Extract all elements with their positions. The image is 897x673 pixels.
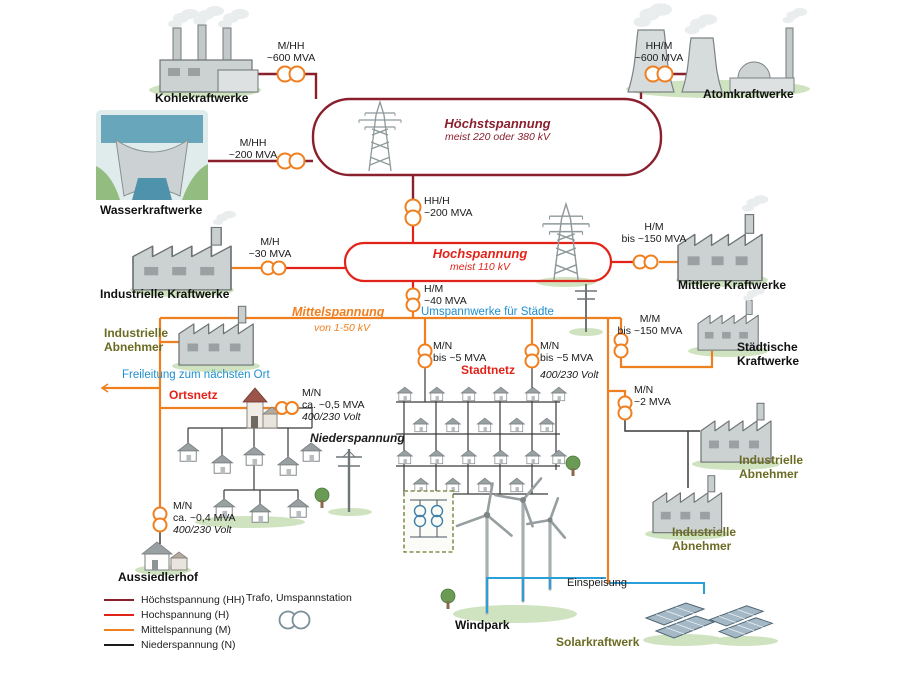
- legend-item-niederspannung: Niederspannung (N): [104, 637, 245, 652]
- legend-trafo-symbol: [278, 610, 311, 630]
- transformer-symbol-ind-kw: [260, 260, 287, 276]
- tree-icon: [314, 487, 330, 509]
- transformer-symbol-aussiedlerhof: [152, 506, 168, 533]
- kohle-plant-icon: [159, 6, 259, 93]
- legend-item-hoechstspannung: Höchstspannung (HH): [104, 592, 245, 607]
- tree-icon: [440, 588, 456, 610]
- plant-label-wasser: Wasserkraftwerke: [100, 203, 203, 217]
- aussiedlerhof-label: Aussiedlerhof: [118, 570, 199, 584]
- transformer-label-staedte: H/M ~40 MVA: [424, 283, 467, 308]
- transformer-label-ind-kw: M/H ~30 MVA: [248, 236, 292, 261]
- transformer-symbol-m-m: [613, 332, 629, 359]
- transformer-label-stadt-rechts: M/N bis ~5 MVA: [540, 340, 594, 365]
- transformer-symbol-kohle: [276, 65, 306, 83]
- transformer-symbol-atom: [644, 65, 674, 83]
- transformer-label-aussiedlerhof: M/N ca. ~0,4 MVA 400/230 Volt: [173, 500, 236, 537]
- aussiedlerhof-icon: [140, 541, 189, 571]
- legend-trafo-label: Trafo, Umspannstation: [246, 592, 352, 604]
- industrielle-abnehmer-right1-label: Industrielle Abnehmer: [739, 453, 804, 481]
- niederspannung-label: Niederspannung: [310, 431, 405, 445]
- freileitung-label: Freileitung zum nächsten Ort: [122, 369, 270, 381]
- plant-label-staedtische: Städtische Kraftwerke: [737, 340, 800, 368]
- transformer-label-atom: HH/M ~600 MVA: [634, 40, 684, 65]
- stadtnetz-houses: [396, 386, 567, 493]
- transformer-label-stadt-links: M/N bis ~5 MVA: [433, 340, 487, 365]
- solarkraftwerk-label: Solarkraftwerk: [556, 635, 640, 649]
- mittelspannung-label: Mittelspannung: [292, 305, 385, 319]
- industrielle-kraftwerke-icon: [132, 210, 236, 291]
- legend: Höchstspannung (HH) Hochspannung (H) Mit…: [104, 592, 245, 652]
- legend-line-hoechstspannung: [104, 598, 134, 601]
- mittelspannung-range-label: von 1-50 kV: [314, 322, 371, 334]
- windpark-label: Windpark: [455, 618, 510, 632]
- wasser-plant-icon: [96, 110, 208, 200]
- transformer-symbol-h-m40: [405, 287, 421, 313]
- stadtnetz-volt-label: 400/230 Volt: [540, 369, 599, 381]
- transformer-symbol-ortsnetz: [275, 401, 299, 415]
- tree-icon: [565, 455, 581, 477]
- stadtnetz-label: Stadtnetz: [461, 363, 515, 377]
- transformer-label-kohle: M/HH ~600 MVA: [266, 40, 316, 65]
- legend-line-mittelspannung: [104, 628, 134, 631]
- transformer-label-hh-h: HH/H ~200 MVA: [424, 195, 473, 220]
- legend-item-hochspannung: Hochspannung (H): [104, 607, 245, 622]
- ortsnetz-label: Ortsnetz: [169, 388, 218, 402]
- solar-plant-icon: [644, 602, 774, 639]
- pylon-hoechst-icon: [358, 101, 402, 172]
- transformer-label-ortsnetz: M/N ca. ~0,5 MVA 400/230 Volt: [302, 387, 365, 424]
- windpark-icon: [455, 477, 567, 615]
- transformer-label-wasser: M/HH ~200 MVA: [228, 137, 278, 162]
- umspannstation-icon: [403, 490, 454, 553]
- transformer-symbol-wasser: [276, 152, 306, 170]
- plant-label-mittlere: Mittlere Kraftwerke: [678, 278, 787, 292]
- transformer-label-m-m: M/M bis ~150 MVA: [617, 313, 683, 338]
- transformer-symbol-stadt-rechts: [524, 343, 540, 369]
- umspannwerke-label: Umspannwerke für Städte: [421, 306, 554, 318]
- transformer-symbol-mittlere: [632, 254, 659, 270]
- ortsnetz-station-icon: [242, 387, 283, 429]
- hochspannung-box-label: Hochspannung meist 110 kV: [432, 246, 528, 274]
- industrielle-abnehmer-right2-label: Industrielle Abnehmer: [672, 525, 737, 553]
- einspeisung-label: Einspeisung: [567, 577, 627, 589]
- plant-label-atom: Atomkraftwerke: [703, 87, 794, 101]
- transformer-label-m-n2: M/N ~2 MVA: [634, 384, 671, 409]
- niederspannung-lines: [159, 367, 700, 544]
- legend-line-niederspannung: [104, 643, 134, 646]
- transformer-label-mittlere: H/M bis ~150 MVA: [621, 221, 687, 246]
- hoechstspannung-box-label: Höchstspannung meist 220 oder 380 kV: [444, 116, 551, 144]
- industrielle-abnehmer-left-icon: [178, 305, 254, 366]
- legend-item-mittelspannung: Mittelspannung (M): [104, 622, 245, 637]
- plant-label-kohle: Kohlekraftwerke: [155, 91, 249, 105]
- plant-label-industrielle: Industrielle Kraftwerke: [100, 287, 230, 301]
- einspeisung-lines: [486, 577, 705, 613]
- industrielle-abnehmer-left-label: Industrielle Abnehmer: [104, 326, 169, 354]
- legend-line-hochspannung: [104, 613, 134, 616]
- transformer-symbol-stadt-links: [417, 343, 433, 369]
- transformer-symbol-hh-h: [404, 198, 422, 227]
- utility-pole-icon: [575, 284, 597, 332]
- power-pole-icon: [336, 449, 362, 512]
- transformer-symbol-m-n2: [617, 395, 633, 421]
